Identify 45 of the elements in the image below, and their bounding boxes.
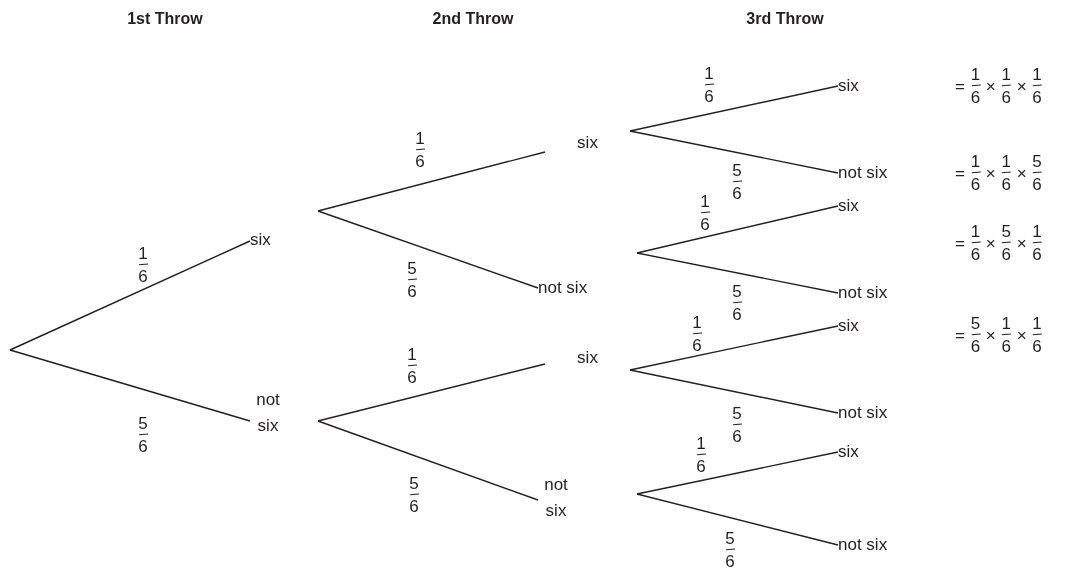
probability-fraction: 1/6 — [695, 434, 707, 476]
probability-fraction: 1/6 — [406, 345, 418, 387]
probability-fraction: 1/6 — [691, 313, 703, 355]
probability-fraction: 1/6 — [137, 244, 149, 286]
branch-line — [629, 85, 839, 132]
probability-fraction: 5/6 — [408, 474, 420, 516]
outcome-label: not six — [838, 160, 908, 186]
branch-line — [317, 363, 546, 422]
column-heading: 1st Throw — [127, 10, 203, 28]
probability-fraction: 5/6 — [724, 529, 736, 571]
outcome-label: not six — [250, 380, 318, 446]
probability-fraction: 1/6 — [703, 64, 715, 106]
branch-line — [636, 493, 839, 546]
branch-line — [636, 205, 839, 254]
branch-line — [629, 325, 839, 371]
branch-line — [629, 369, 839, 414]
column-heading: 3rd Throw — [746, 10, 824, 28]
branch-line — [629, 130, 839, 174]
column-heading: 2nd Throw — [432, 10, 514, 28]
probability-fraction: 1/6 — [414, 129, 426, 171]
outcome-label: six — [838, 73, 908, 99]
branch-line — [636, 451, 839, 495]
branch-line — [317, 210, 539, 289]
probability-fraction: 5/6 — [406, 259, 418, 301]
branch-line — [636, 252, 839, 294]
probability-fraction: 5/6 — [731, 404, 743, 446]
outcome-label: six — [838, 439, 908, 465]
branch-line — [317, 151, 546, 212]
outcome-label: not six — [838, 400, 908, 426]
outcome-label: not six — [538, 470, 637, 526]
probability-fraction: 5/6 — [731, 282, 743, 324]
outcome-label: six — [838, 313, 908, 339]
probability-fraction: 5/6 — [137, 414, 149, 456]
outcome-label: not six — [538, 250, 637, 326]
branch-line — [9, 349, 251, 422]
branch-line — [317, 420, 539, 501]
branch-line — [9, 240, 251, 351]
outcome-label: six — [838, 193, 908, 219]
probability-fraction: 5/6 — [731, 161, 743, 203]
probability-fraction: 1/6 — [699, 192, 711, 234]
outcome-label: six — [545, 328, 630, 388]
outcome-label: not six — [838, 532, 908, 558]
outcome-label: six — [250, 205, 318, 275]
outcome-label: not six — [838, 280, 908, 306]
outcome-label: six — [545, 113, 630, 173]
